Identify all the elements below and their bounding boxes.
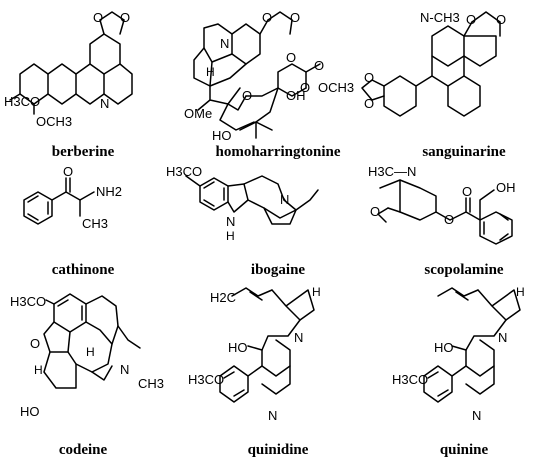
hht-och3: OCH3 (318, 80, 354, 95)
homoharringtonine-structure: O O N H O OMe OH O HO O OCH3 O (184, 10, 354, 143)
quinidine-structure: H2C H HO N H3CO N (188, 285, 321, 423)
caption-berberine: berberine (52, 144, 115, 160)
caption-ibogaine: ibogaine (251, 262, 306, 278)
hht-o1: O (262, 10, 272, 25)
codeine-ch3: CH3 (138, 376, 164, 391)
codeine-h3co: H3CO (10, 294, 46, 309)
scopolamine-structure: H3C—N O O O OH (368, 164, 516, 245)
hht-o2: O (290, 10, 300, 25)
berberine-o2: O (120, 10, 130, 25)
hht-h: H (206, 65, 215, 79)
quinine-n1: N (498, 330, 507, 345)
hht-n: N (220, 36, 229, 51)
quinidine-n1: N (294, 330, 303, 345)
hht-o5: O (300, 80, 310, 95)
scopolamine-h3c-n: H3C—N (368, 164, 416, 179)
sanguinarine-o2: O (496, 12, 506, 27)
scopolamine-o1: O (370, 204, 380, 219)
sanguinarine-o3: O (364, 70, 374, 85)
ibogaine-nh: N (226, 214, 235, 229)
sanguinarine-structure: N-CH3 O O O O (361, 10, 506, 117)
scopolamine-o2: O (444, 212, 454, 227)
quinine-ho: HO (434, 340, 454, 355)
codeine-ho: HO (20, 404, 40, 419)
hht-o3: O (242, 88, 252, 103)
sanguinarine-o1: O (466, 12, 476, 27)
caption-quinine: quinine (440, 442, 489, 458)
quinine-n2: N (472, 408, 481, 423)
cathinone-structure: O NH2 CH3 (23, 164, 122, 231)
berberine-n: N (100, 96, 109, 111)
ibogaine-h3co: H3CO (166, 164, 202, 179)
berberine-structure: O O H3CO OCH3 N (4, 10, 133, 129)
berberine-och3: OCH3 (36, 114, 72, 129)
sanguinarine-o4: O (364, 96, 374, 111)
scopolamine-o3: O (462, 184, 472, 199)
quinine-h3co: H3CO (392, 372, 428, 387)
codeine-h2: H (86, 345, 95, 359)
caption-scopolamine: scopolamine (424, 262, 504, 278)
berberine-h3co: H3CO (4, 94, 40, 109)
cathinone-o: O (63, 164, 73, 179)
quinidine-h: H (312, 285, 321, 299)
caption-sanguinarine: sanguinarine (422, 144, 506, 160)
codeine-o: O (30, 336, 40, 351)
quinidine-h3co: H3CO (188, 372, 224, 387)
hht-o4: O (314, 58, 324, 73)
berberine-o1: O (93, 10, 103, 25)
cathinone-nh2: NH2 (96, 184, 122, 199)
codeine-n: N (120, 362, 129, 377)
quinidine-h2c: H2C (210, 290, 236, 305)
caption-quinidine: quinidine (248, 442, 309, 458)
hht-ho: HO (212, 128, 232, 143)
quinidine-n2: N (268, 408, 277, 423)
scopolamine-oh: OH (496, 180, 516, 195)
hht-o6: O (286, 50, 296, 65)
ibogaine-h: H (226, 229, 235, 243)
caption-homoharringtonine: homoharringtonine (215, 144, 340, 160)
codeine-structure: H3CO O H H N CH3 HO (10, 293, 164, 419)
codeine-h1: H (34, 363, 43, 377)
caption-codeine: codeine (59, 442, 108, 458)
caption-cathinone: cathinone (52, 262, 115, 278)
ibogaine-n: N (280, 192, 289, 207)
quinine-structure: H HO N H3CO N (392, 285, 525, 423)
cathinone-ch3: CH3 (82, 216, 108, 231)
quinine-h: H (516, 285, 525, 299)
sanguinarine-n-ch3: N-CH3 (420, 10, 460, 25)
hht-ome: OMe (184, 106, 212, 121)
ibogaine-structure: H3CO N N H (166, 164, 319, 243)
quinidine-ho: HO (228, 340, 248, 355)
hht-oh: OH (286, 88, 306, 103)
